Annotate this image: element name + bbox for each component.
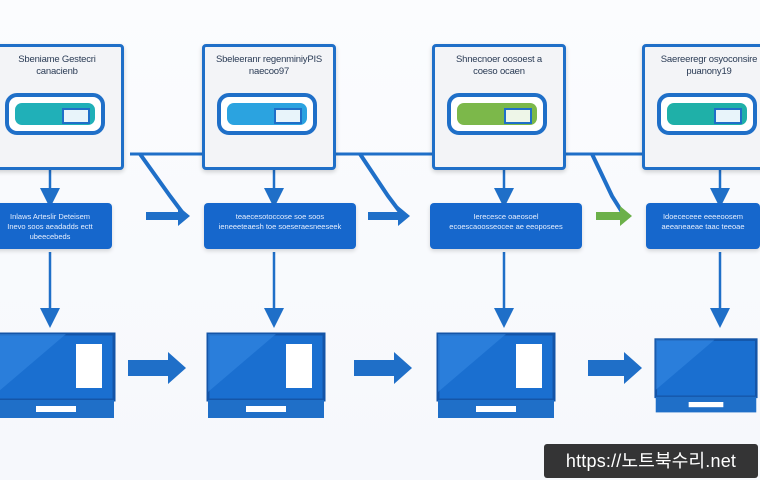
stage-card-title: Saereeregr osyoconsire puanony19	[651, 54, 760, 78]
device-icon	[5, 93, 105, 135]
label-line2: ieneeeteaesh toe soeseraesneeseek	[218, 222, 342, 231]
monitor-icon-2	[206, 332, 326, 418]
diag-connector-1	[138, 152, 184, 214]
label-line2: Inevo soos aeadadds ectt ubeecebeds	[7, 222, 93, 241]
side-arrow-1	[146, 206, 190, 226]
card-title-line2: puanony19	[686, 66, 732, 77]
monitor-arrow-3	[588, 352, 642, 384]
label-line2: ecoescaoosseocee ae eeoposees	[449, 222, 563, 231]
stage-card-title: Sbeleeranr regenminiyPIS naecoo97	[211, 54, 327, 78]
label-line1: Idoececeee eeeeoosem	[662, 212, 744, 221]
card-title-line1: Shnecnoer oosoest a	[456, 54, 542, 65]
monitor-icon-1	[0, 332, 116, 418]
stage-label-3: Ierecesce oaeosoel ecoescaoosseocee ae e…	[430, 203, 582, 249]
card-title-line1: Sbeleeranr regenminiyPIS	[215, 54, 323, 65]
stage-label-1: Inlaws Arteslir Deteisem Inevo soos aead…	[0, 203, 112, 249]
monitor-icon-3	[436, 332, 556, 418]
stage-card-2: Sbeleeranr regenminiyPIS naecoo97	[202, 44, 336, 170]
card-title-line1: Sbeniame Gestecri	[18, 54, 96, 65]
monitor-arrow-2	[354, 352, 412, 384]
stage-card-3: Shnecnoer oosoest a coeso ocaen	[432, 44, 566, 170]
device-icon	[657, 93, 757, 135]
diag-connector-2	[358, 152, 402, 214]
diag-connector-3	[590, 153, 624, 214]
label-line1: Ierecesce oaeosoel	[473, 212, 539, 221]
stage-card-4: Saereeregr osyoconsire puanony19	[642, 44, 760, 170]
device-icon	[447, 93, 547, 135]
stage-card-1: Sbeniame Gestecri canacienb	[0, 44, 124, 170]
monitor-arrow-1	[128, 352, 186, 384]
card-title-line2: coeso ocaen	[473, 66, 525, 77]
label-line1: teaecesotoccose soe soos	[235, 212, 325, 221]
label-line2: aeeaneaeae taac teeoae	[661, 222, 745, 231]
stage-label-2: teaecesotoccose soe soos ieneeeteaesh to…	[204, 203, 356, 249]
side-arrow-2	[368, 206, 410, 226]
side-arrow-3	[596, 206, 632, 226]
stage-card-title: Shnecnoer oosoest a coeso ocaen	[441, 54, 557, 78]
device-icon	[217, 93, 317, 135]
card-title-line2: naecoo97	[248, 66, 290, 77]
stage-card-title: Sbeniame Gestecri canacienb	[0, 54, 115, 78]
label-line1: Inlaws Arteslir Deteisem	[9, 212, 91, 221]
stage-label-4: Idoececeee eeeeoosem aeeaneaeae taac tee…	[646, 203, 760, 249]
card-title-line1: Saereeregr osyoconsire	[660, 54, 758, 65]
card-title-line2: canacienb	[36, 66, 78, 77]
monitor-icon-4	[654, 338, 758, 413]
watermark-url: https://노트북수리.net	[544, 444, 758, 478]
